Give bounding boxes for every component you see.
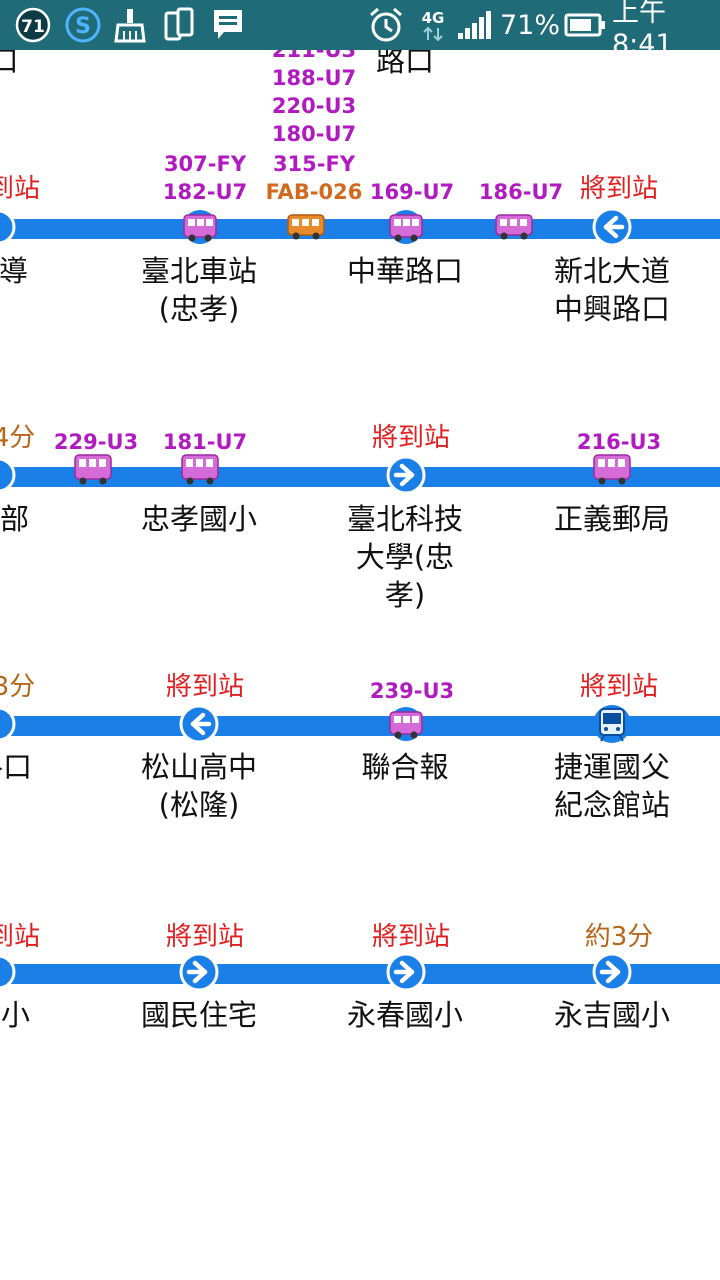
arrow-right-icon[interactable] [592, 952, 632, 996]
arrow-right-icon[interactable] [386, 455, 426, 499]
bus-icon[interactable] [72, 452, 114, 492]
alarm-icon [368, 0, 404, 50]
eta-label: 4分 [0, 423, 36, 453]
eta-label: 將到站 [579, 174, 659, 204]
bus-plate: 181-U7 [162, 430, 248, 454]
stop-name[interactable]: 松山高中 (松隆) [140, 750, 257, 822]
bus-plate: 182-U7 [162, 180, 248, 204]
bus-plate-orange: FAB-026 [265, 180, 363, 204]
stop-name[interactable]: 新北大道 中興路口 [553, 254, 670, 326]
bus-icon[interactable] [179, 452, 221, 492]
bus-plate: 220-U3 [271, 94, 357, 118]
eta-label: 將到站 [165, 922, 245, 952]
stop-name[interactable]: 永吉國小 [553, 998, 670, 1032]
stop-name[interactable]: 口 [0, 50, 19, 78]
bus-icon[interactable] [386, 209, 426, 249]
arrow-right-icon[interactable] [386, 952, 426, 996]
stop-name[interactable]: 臺北科技 大學(忠 孝) [346, 502, 463, 612]
bus-stop-icon[interactable] [0, 457, 16, 497]
bus-stop-icon[interactable] [0, 706, 16, 746]
eta-label: 將到站 [371, 922, 451, 952]
eta-label: 到站 [0, 922, 41, 952]
svg-text:S: S [75, 14, 91, 39]
s-app-icon: S [64, 0, 102, 50]
bus-icon[interactable] [180, 209, 220, 249]
message-icon [212, 0, 244, 50]
svg-text:71: 71 [21, 17, 45, 37]
notification-badge-icon: 71 [14, 0, 52, 50]
bus-plate-list: 315-FY FAB-026 [266, 150, 363, 206]
eta-label: 將到站 [371, 423, 451, 453]
stop-name[interactable]: 國小 [0, 998, 31, 1032]
route-line [0, 219, 720, 239]
clock: 上午8:41 [612, 0, 673, 60]
bus-plate: 188-U7 [271, 66, 357, 90]
stop-name[interactable]: 國民住宅 [140, 998, 257, 1032]
bus-icon[interactable] [386, 706, 426, 746]
bus-plate: 211-U3 [271, 50, 357, 62]
stop-name[interactable]: 正義郵局 [553, 502, 670, 536]
stop-name[interactable]: 聯合報 [361, 750, 449, 784]
stop-name[interactable]: 路口 [0, 750, 33, 784]
eta-label: 約3分 [584, 922, 654, 952]
signal-icon [456, 0, 494, 50]
broom-icon [114, 0, 146, 50]
arrow-left-icon[interactable] [592, 207, 632, 251]
eta-label: 3分 [0, 672, 36, 702]
metro-train-icon[interactable] [592, 704, 632, 748]
network-type: 4G [418, 0, 448, 50]
bus-plate-list: 307-FY 182-U7 [163, 150, 247, 206]
stop-name[interactable]: 捷運國父 紀念館站 [553, 750, 670, 822]
arrow-left-icon[interactable] [179, 704, 219, 748]
bus-plate: 315-FY [272, 152, 356, 176]
bus-plate: 186-U7 [478, 180, 564, 204]
eta-label: 將到站 [165, 672, 245, 702]
bus-plate: 169-U7 [369, 180, 455, 204]
stop-name[interactable]: 臺北車站 (忠孝) [140, 254, 257, 326]
bus-icon[interactable] [493, 212, 535, 246]
stop-name[interactable]: 善導 站 [0, 254, 29, 288]
stop-name[interactable]: 路口 [375, 50, 434, 78]
stop-name[interactable]: 中華路口 [346, 254, 463, 288]
bus-plate: 307-FY [163, 152, 247, 176]
stop-name[interactable]: 忠孝國小 [140, 502, 257, 536]
eta-label: 到站 [0, 174, 41, 204]
eta-label: 將到站 [579, 672, 659, 702]
phone-icon [163, 0, 195, 50]
bus-icon[interactable] [285, 212, 327, 246]
battery-icon [564, 0, 606, 50]
bus-icon[interactable] [591, 452, 633, 492]
bus-plate-list: 211-U3 188-U7 220-U3 180-U7 [272, 50, 356, 148]
bus-plate: 216-U3 [576, 430, 662, 454]
svg-text:4G: 4G [422, 9, 445, 27]
bus-plate: 180-U7 [271, 122, 357, 146]
bus-plate: 229-U3 [53, 430, 139, 454]
stop-name[interactable]: 部 [0, 502, 30, 536]
arrow-right-icon[interactable] [179, 952, 219, 996]
route-stop-list: 口 211-U3 188-U7 220-U3 180-U7 路口 到站 將到站 … [0, 50, 720, 1280]
status-bar: 71 S [0, 0, 720, 60]
route-line [0, 467, 720, 487]
battery-percent: 71% [500, 9, 561, 41]
bus-stop-icon[interactable] [0, 209, 16, 249]
bus-stop-icon[interactable] [0, 954, 16, 994]
bus-plate: 239-U3 [369, 679, 455, 703]
stop-name[interactable]: 永春國小 [346, 998, 463, 1032]
